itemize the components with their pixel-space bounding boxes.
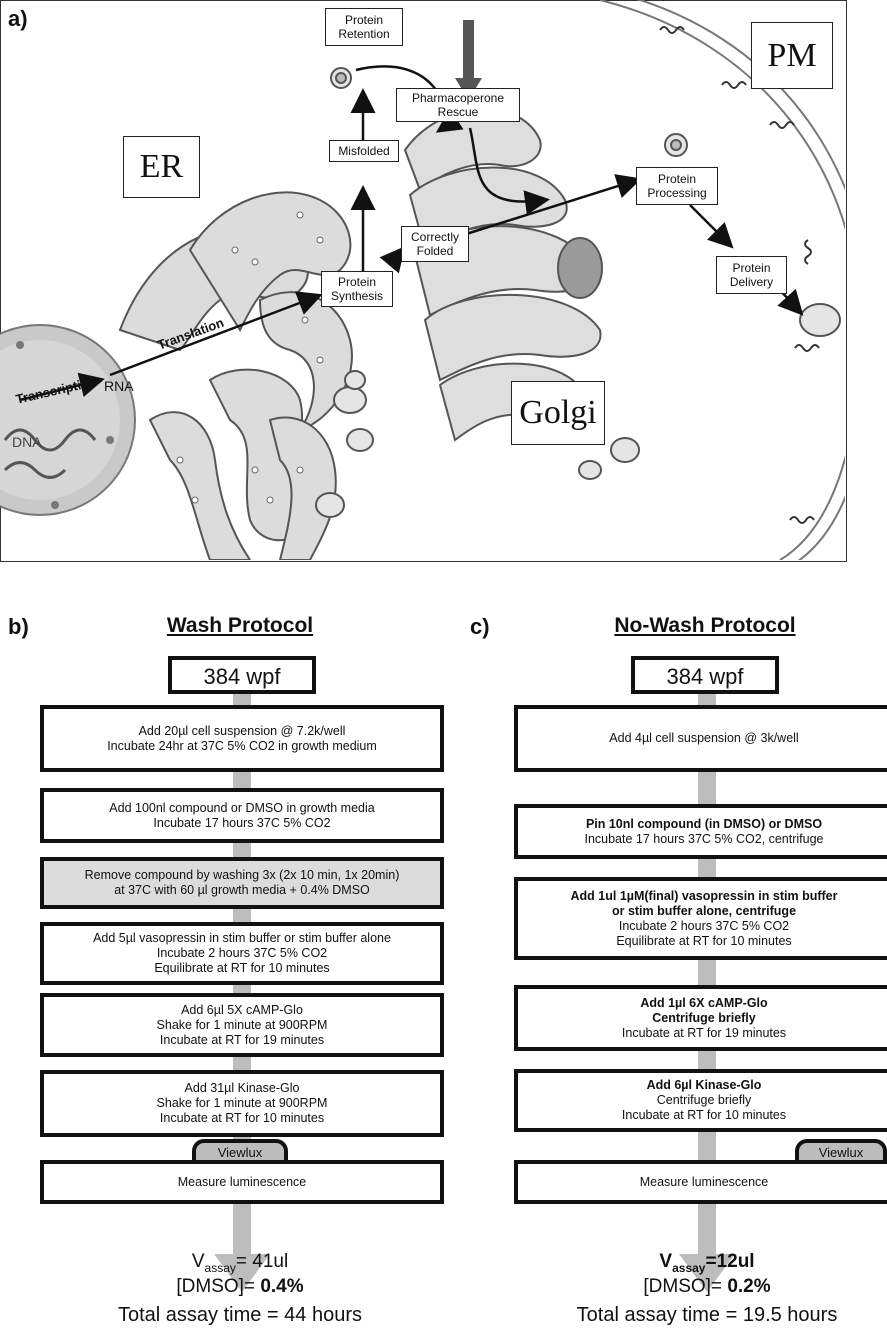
dna-label: DNA — [12, 434, 42, 450]
wash-measure-box: Measure luminescence — [40, 1160, 444, 1204]
no-wash-plate-box: 384 wpf — [631, 656, 779, 694]
pharmacoperone-rescue-box: Pharmacoperone Rescue — [396, 88, 520, 122]
panel-c-label: c) — [470, 614, 490, 640]
no-wash-protocol-title: No-Wash Protocol — [590, 614, 820, 638]
no-wash-step-1: Add 4µl cell suspension @ 3k/well — [514, 705, 887, 772]
wash-step-4: Add 5µl vasopressin in stim buffer or st… — [40, 922, 444, 985]
protein-synthesis-box: Protein Synthesis — [321, 271, 393, 307]
protein-retention-box: Protein Retention — [325, 8, 403, 46]
cell-pathway-illustration: ER Golgi PM DNA RNA Transcription Transl… — [0, 0, 847, 562]
no-wash-total-time: Total assay time = 19.5 hours — [547, 1304, 867, 1327]
protein-processing-box: Protein Processing — [636, 167, 718, 205]
wash-step-3: Remove compound by washing 3x (2x 10 min… — [40, 857, 444, 909]
no-wash-step-3: Add 1ul 1µM(final) vasopressin in stim b… — [514, 877, 887, 960]
wash-dmso: [DMSO]= 0.4% — [100, 1275, 380, 1298]
wash-total-time: Total assay time = 44 hours — [80, 1304, 400, 1327]
correctly-folded-box: Correctly Folded — [401, 226, 469, 262]
wash-protocol-title: Wash Protocol — [130, 614, 350, 638]
rescue-arrow-shaft — [463, 20, 474, 80]
er-label: ER — [123, 136, 200, 198]
misfolded-box: Misfolded — [329, 140, 399, 162]
protein-delivery-box: Protein Delivery — [716, 256, 787, 294]
wash-step-2: Add 100nl compound or DMSO in growth med… — [40, 788, 444, 843]
rna-label: RNA — [104, 378, 134, 394]
wash-plate-box: 384 wpf — [168, 656, 316, 694]
panel-b-label: b) — [8, 614, 29, 640]
golgi-label: Golgi — [511, 381, 605, 445]
no-wash-measure-box: Measure luminescence — [514, 1160, 887, 1204]
no-wash-dmso: [DMSO]= 0.2% — [567, 1275, 847, 1298]
pm-label: PM — [751, 22, 833, 89]
